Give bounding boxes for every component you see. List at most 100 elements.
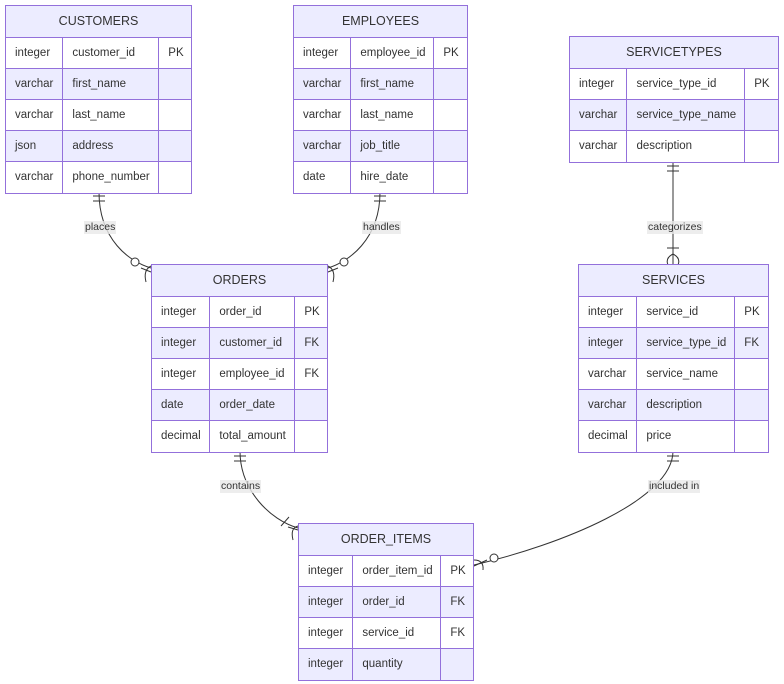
attribute-name: service_id: [636, 297, 734, 327]
entity-title: ORDER_ITEMS: [299, 524, 473, 556]
relationship-contains-line: [239, 450, 299, 529]
entity-title: SERVICES: [579, 265, 768, 297]
attribute-key: [158, 162, 191, 193]
attribute-type: varchar: [303, 78, 342, 90]
relationship-handles-line: [327, 191, 381, 269]
attribute-name: customer_id: [209, 328, 294, 358]
attribute-row: varchar service_name: [579, 359, 768, 390]
relationship-label-handles: handles: [362, 221, 401, 234]
attribute-type: varchar: [15, 109, 54, 121]
attribute-key: FK: [294, 328, 327, 358]
attribute-key: [734, 390, 768, 420]
entity-title: CUSTOMERS: [6, 6, 191, 38]
attribute-name: order_id: [352, 587, 440, 617]
attribute-type: varchar: [303, 140, 342, 152]
marker-handles-zero: [339, 257, 349, 267]
attribute-key: [294, 421, 327, 452]
attribute-type: decimal: [161, 430, 201, 442]
attribute-type: varchar: [588, 399, 627, 411]
relationship-included-in-line: [473, 450, 674, 566]
attribute-type: integer: [579, 78, 615, 90]
attribute-type: integer: [308, 565, 344, 577]
attribute-name: order_date: [209, 390, 294, 420]
marker-contains-one-b: [280, 516, 290, 527]
attribute-name: service_id: [352, 618, 440, 648]
attribute-key: PK: [294, 297, 327, 327]
attribute-key: [433, 131, 467, 161]
attribute-name: employee_id: [209, 359, 294, 389]
attribute-name: first_name: [62, 69, 158, 99]
attribute-key: PK: [158, 38, 191, 68]
attribute-row: decimal price: [579, 421, 768, 452]
attribute-key: [433, 100, 467, 130]
entity-title: SERVICETYPES: [570, 37, 778, 69]
attribute-row: varchar service_type_name: [570, 100, 778, 131]
attribute-key: [158, 100, 191, 130]
attribute-type: varchar: [579, 109, 618, 121]
attribute-type: json: [15, 140, 37, 152]
attribute-type: decimal: [588, 430, 628, 442]
attribute-name: service_name: [636, 359, 734, 389]
marker-contains-many: [287, 525, 299, 541]
attribute-type: varchar: [15, 78, 54, 90]
attribute-name: first_name: [350, 69, 433, 99]
attribute-name: price: [636, 421, 734, 452]
attribute-name: description: [626, 131, 744, 162]
attribute-key: PK: [734, 297, 768, 327]
attribute-row: varchar job_title: [294, 131, 467, 162]
attribute-type: varchar: [579, 140, 618, 152]
attribute-type: integer: [303, 47, 339, 59]
attribute-key: [734, 421, 768, 452]
attribute-row: varchar first_name: [6, 69, 191, 100]
attribute-name: service_type_id: [626, 69, 744, 99]
relationship-label-contains: contains: [220, 480, 262, 493]
attribute-key: [433, 69, 467, 99]
attribute-type: varchar: [15, 171, 54, 183]
relationship-places-line: [98, 191, 152, 269]
attribute-key: PK: [440, 556, 473, 586]
attribute-type: integer: [15, 47, 51, 59]
marker-included-many: [473, 559, 488, 571]
attribute-type: integer: [161, 337, 197, 349]
relationship-label-categorizes: categorizes: [647, 221, 703, 234]
attribute-name: phone_number: [62, 162, 158, 193]
attribute-type: integer: [308, 658, 344, 670]
attribute-row: varchar description: [570, 131, 778, 162]
attribute-type: integer: [588, 306, 624, 318]
attribute-key: FK: [294, 359, 327, 389]
attribute-row: varchar first_name: [294, 69, 467, 100]
attribute-type: integer: [308, 627, 344, 639]
attribute-key: [294, 390, 327, 420]
attribute-name: order_item_id: [352, 556, 440, 586]
attribute-type: integer: [161, 306, 197, 318]
attribute-type: varchar: [303, 109, 342, 121]
attribute-name: service_type_id: [636, 328, 734, 358]
attribute-type: integer: [308, 596, 344, 608]
attribute-name: job_title: [350, 131, 433, 161]
attribute-type: varchar: [588, 368, 627, 380]
attribute-name: hire_date: [350, 162, 433, 193]
marker-places-many: [140, 265, 152, 283]
attribute-name: service_type_name: [626, 100, 744, 130]
attribute-type: date: [161, 399, 184, 411]
attribute-name: customer_id: [62, 38, 158, 68]
attribute-type: date: [303, 171, 326, 183]
